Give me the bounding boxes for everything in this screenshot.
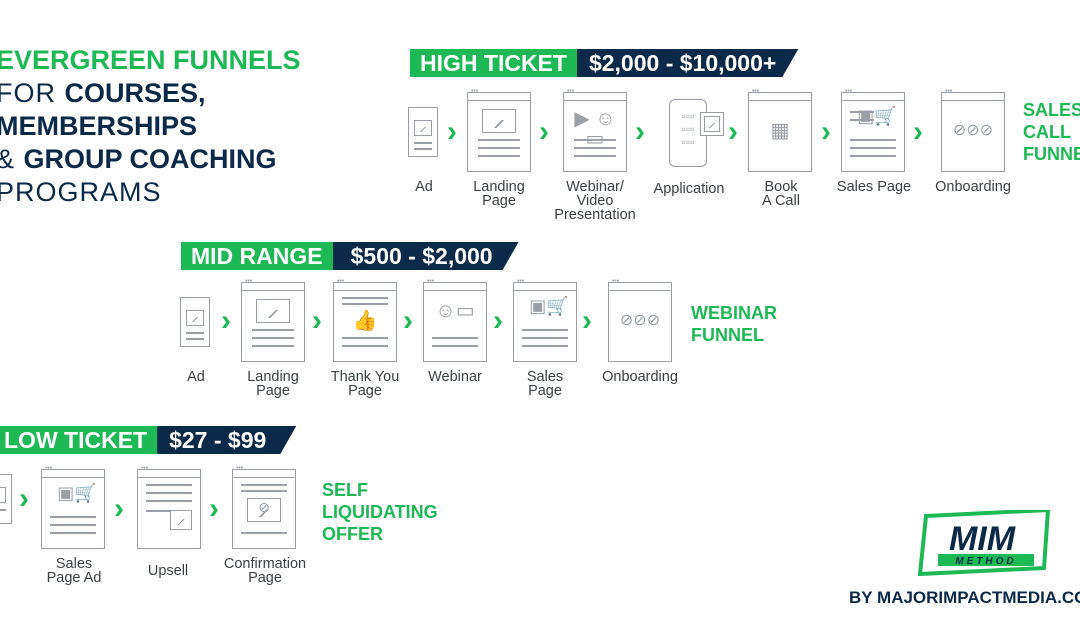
chevron-right-icon: › [913, 115, 923, 148]
mid-range-banner: MID RANGE $500 - $2,000 [181, 242, 519, 270]
chevron-right-icon: › [539, 115, 549, 148]
checklist-icon: ⊘⊘⊘ [952, 122, 994, 139]
chevron-right-icon: › [403, 304, 413, 337]
chevron-right-icon: › [728, 115, 738, 148]
chevron-right-icon: › [312, 304, 322, 337]
sales-call-funnel-label: SALES CALL FUNNEL [1023, 100, 1080, 164]
webinar-video-page-icon: ▶ ☺ ▭ [563, 88, 627, 172]
step-label: Landing Page [473, 179, 525, 209]
sales-page-icon: ▣🛒 [841, 88, 905, 172]
step-label: Onboarding [602, 369, 678, 385]
calendar-clock-icon: ▦ [770, 120, 790, 142]
chevron-right-icon: › [221, 304, 231, 337]
step-label: Application [653, 181, 725, 197]
sales-page-ad-icon: ▣🛒 [41, 465, 105, 549]
webinar-funnel-label: WEBINAR FUNNEL [691, 303, 777, 345]
cart-icon: ▣🛒 [857, 106, 897, 126]
chevron-right-icon: › [209, 492, 219, 525]
ad-page-icon [408, 107, 438, 157]
chevron-right-icon: › [19, 482, 29, 515]
step-label: Sales Page [836, 179, 912, 195]
step-label: Onboarding [935, 179, 1011, 195]
high-ticket-banner: HIGH TICKET $2,000 - $10,000+ [410, 49, 798, 77]
step-label: Ad [0, 557, 16, 571]
confirmation-page-icon: ⊘ [232, 465, 296, 549]
step-label: Sales Page Ad [46, 556, 102, 586]
step-label: Landing Page [247, 369, 299, 399]
byline: BY MAJORIMPACTMEDIA.COM [849, 588, 1080, 607]
upsell-page-icon [137, 465, 201, 549]
high-ticket-tag: HIGH TICKET [410, 49, 577, 77]
thank-you-page-icon: 👍 [333, 278, 397, 362]
landing-page-icon [467, 88, 531, 172]
low-ticket-banner: LOW TICKET $27 - $99 [0, 426, 296, 454]
presenter-icon: ☺▭ [435, 300, 475, 322]
sales-page-icon: ▣🛒 [513, 278, 577, 362]
step-label: Upsell [147, 563, 189, 579]
chevron-right-icon: › [447, 115, 457, 148]
application-image-icon [700, 112, 724, 136]
step-label: Confirmation Page [223, 556, 307, 586]
step-label: Ad [415, 179, 433, 195]
step-label: Webinar/ Video Presentation [554, 179, 636, 223]
svg-text:MIM: MIM [949, 520, 1016, 558]
check-icon: ⊘ [258, 499, 270, 515]
chevron-right-icon: › [114, 492, 124, 525]
book-call-page-icon: ▦ [748, 88, 812, 172]
ad-page-icon [180, 297, 210, 347]
mid-range-tag: MID RANGE [181, 242, 333, 270]
title-line-1: EVERGREEN FUNNELS [0, 45, 301, 75]
cart-icon: ▣🛒 [529, 296, 569, 316]
onboarding-page-icon: ⊘⊘⊘ [941, 88, 1005, 172]
low-ticket-tag: LOW TICKET [0, 426, 158, 454]
onboarding-page-icon: ⊘⊘⊘ [608, 278, 672, 362]
cart-icon: ▣🛒 [57, 483, 97, 503]
chevron-right-icon: › [821, 115, 831, 148]
ad-page-icon [0, 474, 12, 524]
mid-range-price: $500 - $2,000 [333, 242, 519, 270]
chevron-right-icon: › [582, 304, 592, 337]
checklist-icon: ⊘⊘⊘ [619, 312, 661, 329]
step-label: Thank You Page [330, 369, 400, 399]
step-label: Sales Page [526, 369, 564, 399]
thumbs-up-icon: 👍 [352, 310, 378, 332]
chevron-right-icon: › [635, 115, 645, 148]
self-liquidating-offer-label: SELF LIQUIDATING OFFER [322, 480, 438, 544]
step-label: Ad [187, 369, 205, 385]
low-ticket-price: $27 - $99 [157, 426, 296, 454]
chevron-right-icon: › [493, 304, 503, 337]
mim-method-logo: MIM METHOD [918, 510, 1051, 576]
high-ticket-price: $2,000 - $10,000+ [577, 49, 798, 77]
step-label: Book A Call [762, 179, 800, 209]
main-title: EVERGREEN FUNNELS FOR COURSES, MEMBERSHI… [0, 44, 301, 209]
step-label: Webinar [428, 369, 482, 385]
landing-page-icon [241, 278, 305, 362]
svg-text:METHOD: METHOD [955, 556, 1016, 567]
webinar-page-icon: ☺▭ [423, 278, 487, 362]
